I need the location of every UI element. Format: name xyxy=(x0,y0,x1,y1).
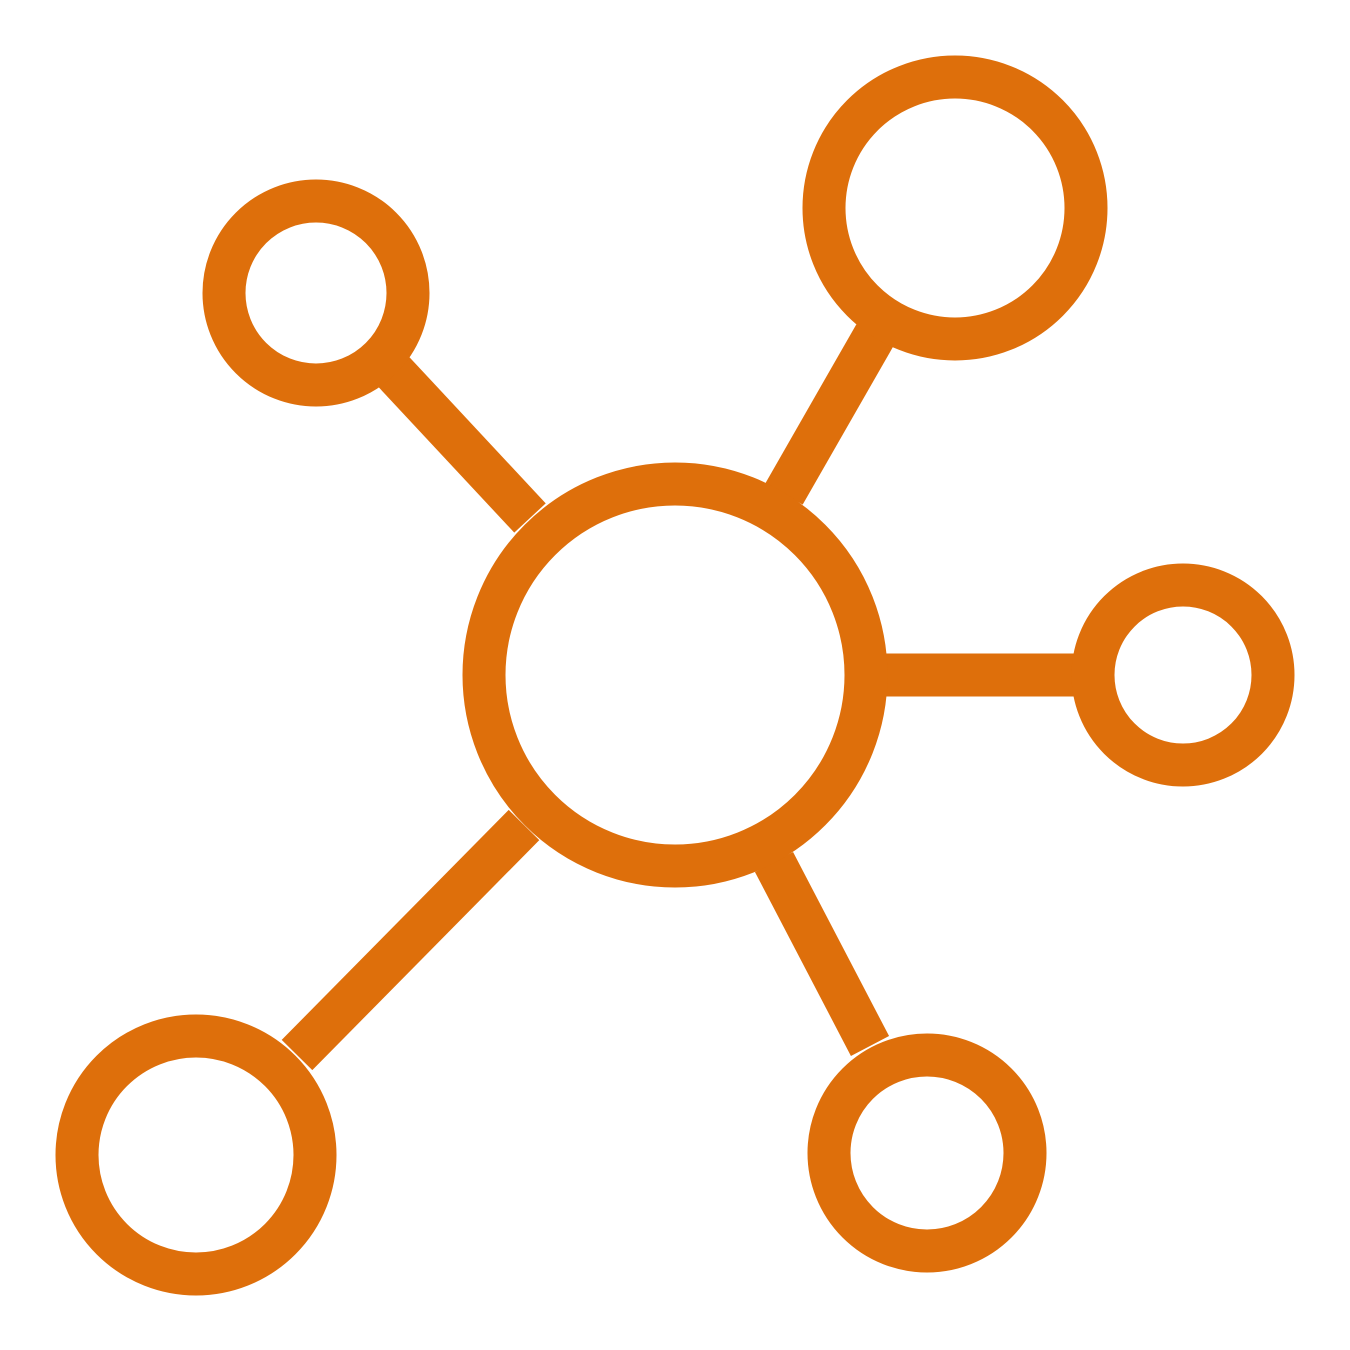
hub-node xyxy=(462,462,888,888)
node-bottom-left xyxy=(55,1014,337,1296)
node-top-right xyxy=(802,55,1108,361)
node-bottom-right xyxy=(807,1033,1047,1273)
spoke-bottom-left xyxy=(281,809,540,1071)
spoke-bottom-right xyxy=(754,852,890,1056)
spoke-top-right xyxy=(765,324,894,505)
spoke-top-left xyxy=(376,355,546,533)
node-top-left xyxy=(202,179,430,407)
node-right xyxy=(1071,563,1295,787)
